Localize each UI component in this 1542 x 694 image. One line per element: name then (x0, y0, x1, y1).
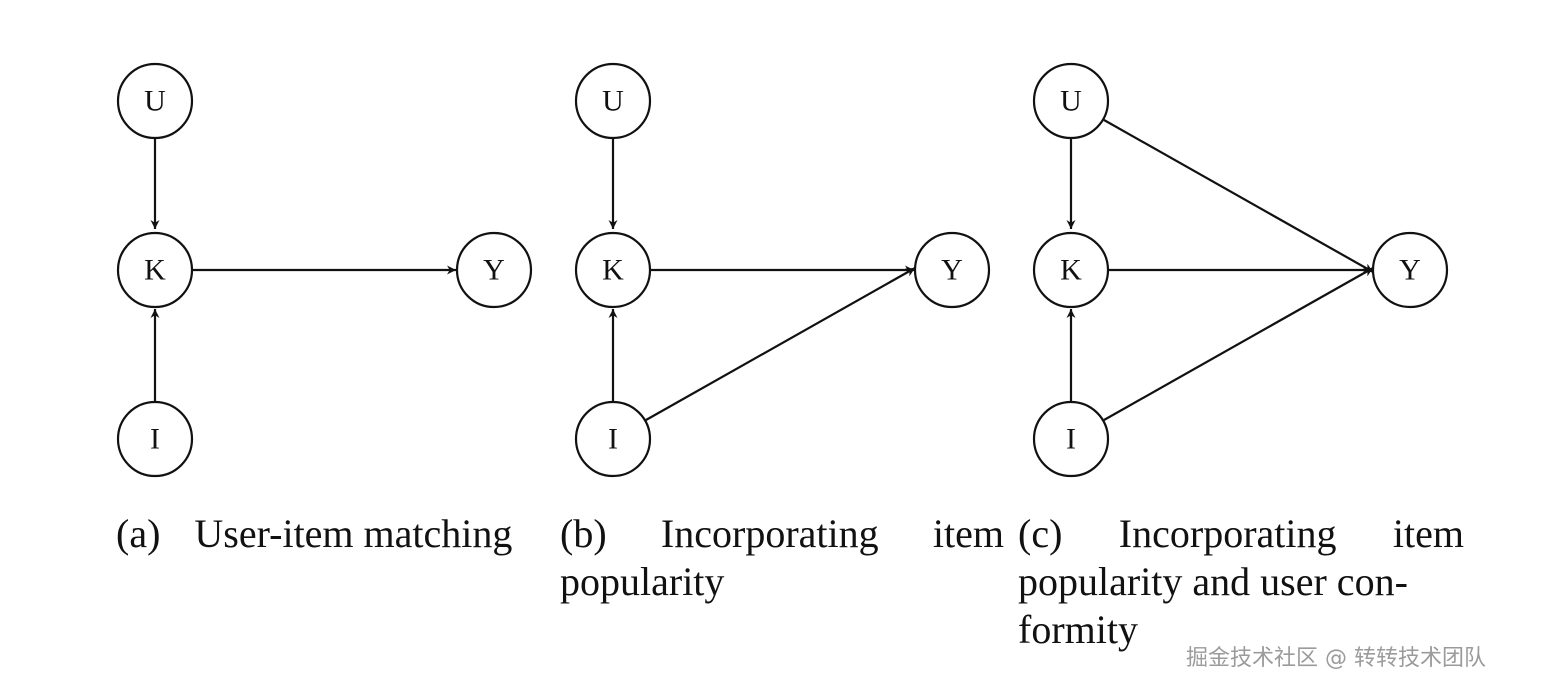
caption-b-word1: Incorporating (660, 511, 879, 556)
node-c-k: K (1032, 231, 1110, 309)
node-b-y: Y (913, 231, 991, 309)
caption-b-word2: item (932, 511, 1004, 556)
node-c-y: Y (1371, 231, 1449, 309)
edge-b-i-y (645, 267, 916, 421)
node-a-y-label: Y (483, 254, 505, 287)
edge-c-u-y (1103, 119, 1374, 273)
node-c-i-label: I (1066, 423, 1076, 456)
caption-b-tag: (b) (560, 511, 607, 556)
node-a-i: I (116, 400, 194, 478)
caption-a: (a) User-item matching (116, 510, 512, 558)
node-b-i: I (574, 400, 652, 478)
node-c-y-label: Y (1399, 254, 1421, 287)
node-b-i-label: I (608, 423, 618, 456)
caption-a-text: User-item matching (194, 511, 513, 556)
node-b-k-label: K (602, 254, 624, 287)
node-c-u-label: U (1060, 85, 1082, 118)
node-a-y: Y (455, 231, 533, 309)
node-b-u-label: U (602, 85, 624, 118)
edge-c-i-y (1103, 267, 1374, 421)
node-a-k: K (116, 231, 194, 309)
node-a-u: U (116, 62, 194, 140)
watermark: 掘金技术社区 @ 转转技术团队 (1186, 646, 1486, 671)
node-b-k: K (574, 231, 652, 309)
node-c-i: I (1032, 400, 1110, 478)
caption-c-word1: Incorporating (1118, 511, 1337, 556)
node-a-u-label: U (144, 85, 166, 118)
caption-c: (c) Incorporating item popularity and us… (1018, 510, 1464, 654)
panel-a-graph: U K I Y (116, 62, 533, 478)
caption-b-line2: popularity (560, 559, 725, 604)
panel-b-graph: U K I Y (574, 62, 991, 478)
caption-c-word2: item (1392, 511, 1464, 556)
node-b-u: U (574, 62, 652, 140)
caption-b: (b) Incorporating item popularity (560, 510, 1004, 606)
caption-c-tag: (c) (1018, 511, 1063, 556)
panel-c-graph: U K I Y (1032, 62, 1449, 478)
node-c-k-label: K (1060, 254, 1082, 287)
caption-c-line3: formity (1018, 607, 1138, 652)
node-a-i-label: I (150, 423, 160, 456)
node-c-u: U (1032, 62, 1110, 140)
caption-a-tag: (a) (116, 511, 161, 556)
caption-c-line2: popularity and user con- (1018, 559, 1408, 604)
node-a-k-label: K (144, 254, 166, 287)
node-b-y-label: Y (941, 254, 963, 287)
